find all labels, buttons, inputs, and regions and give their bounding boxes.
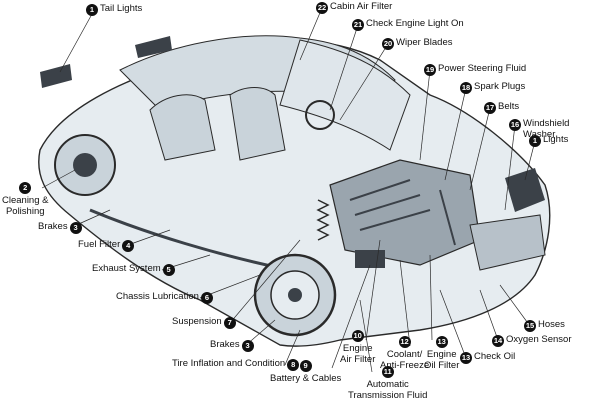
callout-label: Lights [543,134,569,145]
callout-label: Power Steering Fluid [438,63,527,74]
callout-label: Cabin Air Filter [330,1,393,12]
callout-lights: 1 Lights [529,134,569,147]
callout-number-badge: 5 [162,264,175,276]
callout-number-badge: 17 [484,102,496,114]
callout-spark-plugs: 18 Spark Plugs [460,81,526,94]
callout-label: Belts [498,101,520,112]
callout-label: Automatic Transmission Fluid [348,379,428,400]
callout-label: Tail Lights [100,3,143,14]
callout-label: Coolant/ Anti-Freeze [380,349,430,371]
callout-check-engine-light: 21 Check Engine Light On [352,18,464,31]
callout-number-badge: 9 [299,360,312,372]
callout-label: Windshield Washer [523,118,570,140]
front-grille [469,214,546,271]
callout-engine-oil-filter: 13 Engine Oil Filter [424,336,459,371]
callout-belts: 17 Belts [484,101,520,114]
callout-number-badge: 18 [460,82,472,94]
callout-number-badge: 22 [316,2,328,14]
steering-wheel [305,100,335,130]
rear-seat [149,94,216,161]
callout-windshield-washer: 16 Windshield Washer [509,118,600,140]
callout-tail-lights: 1 Tail Lights [86,3,143,16]
callout-number-badge: 10 [351,330,364,342]
callout-fuel-filter: 4 Fuel Filter [78,239,135,252]
callout-cabin-air-filter: 22 Cabin Air Filter [316,1,393,14]
engine-detail [349,179,456,246]
callout-label: Fuel Filter [78,239,121,250]
callout-hoses: 15 Hoses [524,319,565,332]
callout-check-oil: 13 Check Oil [460,351,516,364]
front-seat [229,87,286,161]
callout-engine-air-filter: 10 Engine Air Filter [340,330,375,365]
callout-brakes-rear: 3 Brakes [38,221,82,234]
callout-power-steering-fluid: 19 Power Steering Fluid [424,63,527,76]
callout-label: Engine Oil Filter [424,349,460,371]
callout-number-badge: 6 [200,292,213,304]
callout-label: Suspension [172,316,222,327]
callout-cleaning-polishing: 2 Cleaning & Polishing [2,182,48,217]
callout-number-badge: 1 [86,4,98,16]
callout-tire-inflation: 8 Tire Inflation and Condition [172,358,300,371]
callout-label: Battery & Cables [270,373,342,384]
callout-exhaust-system: 5 Exhaust System [92,263,175,276]
callout-automatic-transmission-fluid: 11 Automatic Transmission Fluid [348,366,427,400]
callout-battery-cables: 9 Battery & Cables [270,360,341,385]
callout-suspension: 7 Suspension [172,316,236,329]
tail-light [40,64,72,88]
callout-label: Check Engine Light On [366,18,464,29]
callout-label: Cleaning & Polishing [2,195,49,217]
callout-number-badge: 21 [352,19,364,31]
callout-number-badge: 16 [509,119,521,131]
callout-number-badge: 12 [398,336,411,348]
callout-label: Tire Inflation and Condition [172,358,286,369]
callout-label: Oxygen Sensor [506,334,572,345]
callout-label: Check Oil [474,351,516,362]
callout-number-badge: 14 [492,335,504,347]
callout-number-badge: 7 [223,317,236,329]
callout-label: Brakes [38,221,68,232]
rear-wheel-hub [73,153,97,177]
callout-number-badge: 8 [287,359,300,371]
callout-label: Spark Plugs [474,81,526,92]
callout-number-badge: 13 [460,352,472,364]
callout-label: Hoses [538,319,565,330]
callout-label: Chassis Lubrication [116,291,199,302]
callout-brakes-front: 3 Brakes [210,339,254,352]
suspension-coil [316,199,330,241]
front-wheel-hub [288,288,302,302]
rear-glass-trim [135,36,172,58]
callout-number-badge: 2 [19,182,32,194]
callout-number-badge: 15 [524,320,536,332]
callout-number-badge: 1 [529,135,541,147]
callout-number-badge: 3 [69,222,82,234]
callout-number-badge: 13 [435,336,448,348]
callout-number-badge: 11 [381,366,394,378]
callout-label: Brakes [210,339,240,350]
callout-wiper-blades: 20 Wiper Blades [382,37,453,50]
callout-number-badge: 3 [241,340,254,352]
callout-number-badge: 20 [382,38,394,50]
callout-number-badge: 19 [424,64,436,76]
callout-label: Engine Air Filter [340,343,376,365]
callout-label: Wiper Blades [396,37,453,48]
callout-number-badge: 4 [122,240,135,252]
callout-coolant-antifreeze: 12 Coolant/ Anti-Freeze [380,336,429,371]
callout-chassis-lubrication: 6 Chassis Lubrication [116,291,213,304]
callout-label: Exhaust System [92,263,161,274]
callout-oxygen-sensor: 14 Oxygen Sensor [492,334,572,347]
battery [355,250,385,268]
